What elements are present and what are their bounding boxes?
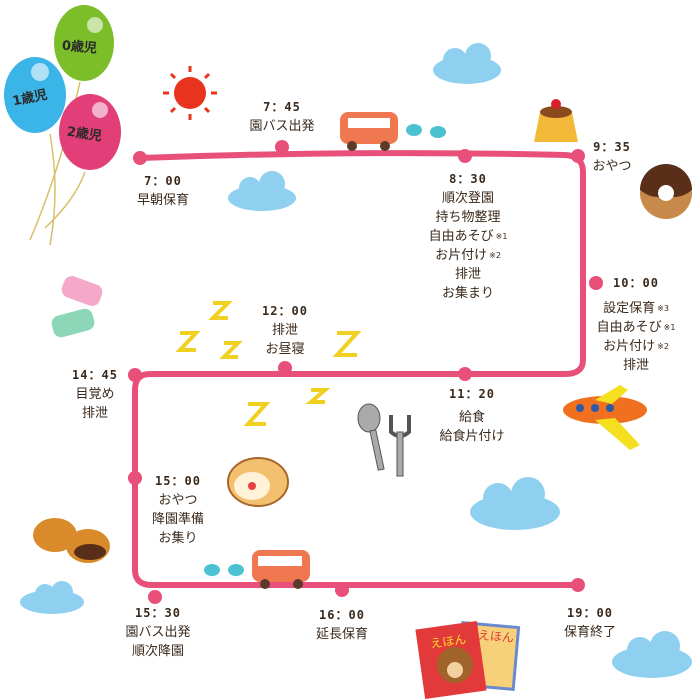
sleep-z-icon <box>175 301 362 426</box>
manju-icon <box>33 518 110 563</box>
activity: 排泄 <box>622 358 649 373</box>
schedule-route-line <box>132 150 586 588</box>
activity: 排泄 <box>454 267 481 282</box>
activity: お集まり <box>441 286 494 301</box>
activity: 自由あそび <box>596 320 662 335</box>
schedule-entry-1445: 14：45 目覚め 排泄 <box>72 366 118 423</box>
note-mark: ※1 <box>495 232 508 241</box>
activity: 順次降園 <box>131 644 185 659</box>
book-label: えほん <box>477 628 514 645</box>
candy-icon <box>51 276 103 338</box>
activity: 保育終了 <box>563 625 617 640</box>
spoon-fork-icon <box>357 403 411 477</box>
balloon-2 <box>59 94 121 170</box>
time: 19：00 <box>567 606 613 620</box>
activity: 設定保育 <box>603 301 656 316</box>
schedule-entry-1200: 12：00 排泄 お昼寝 <box>262 302 308 359</box>
schedule-entry-0935: 9：35 おやつ <box>592 138 631 176</box>
pudding-icon <box>534 99 578 142</box>
activity: 自由あそび <box>428 229 494 244</box>
activity: 排泄 <box>271 323 298 338</box>
note-mark: ※3 <box>657 304 669 313</box>
bus-icon <box>204 550 310 589</box>
activity: おやつ <box>158 493 198 508</box>
time: 14：45 <box>72 368 118 382</box>
activity: 延長保育 <box>315 627 369 642</box>
schedule-entry-1600: 16：00 延長保育 <box>316 606 368 644</box>
time: 16：00 <box>319 608 365 622</box>
schedule-entry-1500: 15：00 おやつ 降園準備 お集り <box>152 472 204 548</box>
route-markers <box>128 140 603 604</box>
time: 7：45 <box>263 100 301 114</box>
balloon-0 <box>54 5 114 81</box>
activity: 給食片付け <box>439 429 505 444</box>
time: 9：35 <box>593 140 631 154</box>
note-mark: ※1 <box>663 323 676 332</box>
donut-icon <box>640 164 692 219</box>
activity: 降園準備 <box>151 512 205 527</box>
activity: 給食 <box>458 410 486 425</box>
schedule-entry-0830: 8：30 順次登園 持ち物整理 自由あそび※1 お片付け※2 排泄 お集まり <box>429 170 508 303</box>
balloon-label-0: 0歳児 <box>61 38 98 57</box>
activity: おやつ <box>592 159 632 174</box>
time: 15：30 <box>135 606 181 620</box>
cloud-icon <box>20 581 84 614</box>
schedule-entry-1530: 15：30 園バス出発 順次降園 <box>125 604 190 661</box>
schedule-entry-1000: 10：00 設定保育※3 自由あそび※1 お片付け※2 排泄 <box>597 274 676 375</box>
airplane-icon <box>563 385 647 450</box>
cloud-icon <box>612 631 692 678</box>
roll-cake-icon <box>227 457 289 507</box>
time: 10：00 <box>613 276 659 290</box>
time: 7：00 <box>144 174 182 188</box>
activity: お昼寝 <box>265 342 305 357</box>
time: 15：00 <box>155 474 201 488</box>
activity: 早朝保育 <box>136 193 190 208</box>
activity: お片付け <box>435 248 488 263</box>
bus-icon <box>340 112 446 151</box>
schedule-entry-1120: 11：20 給食 給食片付け <box>439 385 504 446</box>
note-mark: ※2 <box>657 342 669 351</box>
activity: 排泄 <box>81 406 108 421</box>
time: 12：00 <box>262 304 308 318</box>
activity: 持ち物整理 <box>435 210 501 225</box>
sun-icon <box>163 66 217 120</box>
activity: 園バス出発 <box>125 625 191 640</box>
balloon-1 <box>4 57 66 133</box>
book-label: えほん <box>429 632 467 651</box>
activity: 目覚め <box>75 387 115 402</box>
activity: お片付け <box>603 339 656 354</box>
schedule-entry-0745: 7：45 園バス出発 <box>249 98 314 136</box>
note-mark: ※2 <box>489 251 501 260</box>
activity: 順次登園 <box>441 191 494 206</box>
schedule-entry-0700: 7：00 早朝保育 <box>137 172 189 210</box>
cloud-icon <box>433 43 501 84</box>
time: 8：30 <box>449 172 487 186</box>
time: 11：20 <box>449 387 495 401</box>
cloud-icon <box>470 477 560 530</box>
activity: 園バス出発 <box>249 119 315 134</box>
activity: お集り <box>158 531 198 546</box>
picture-book-icon <box>415 621 521 699</box>
cloud-icon <box>228 171 296 211</box>
schedule-entry-1900: 19：00 保育終了 <box>564 604 616 642</box>
